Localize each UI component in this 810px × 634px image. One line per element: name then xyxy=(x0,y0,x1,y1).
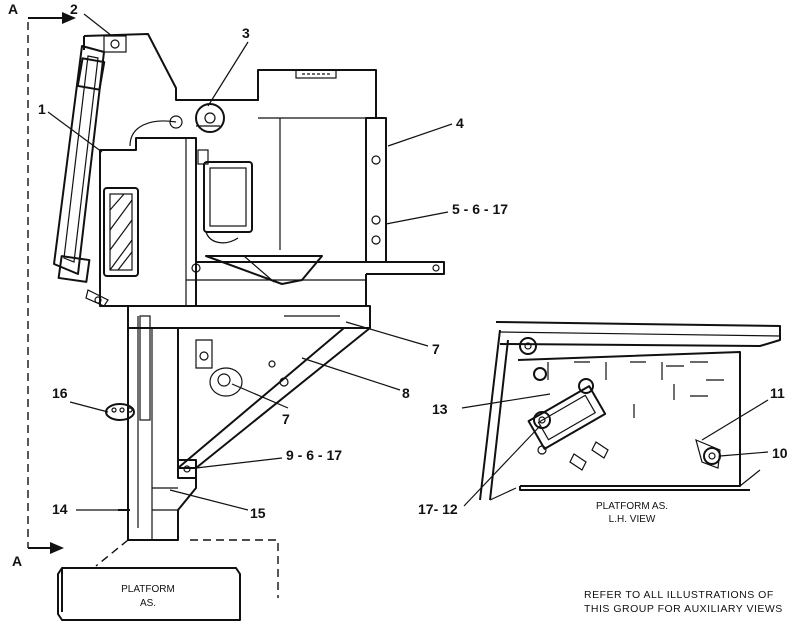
lh-view-caption-line2: L.H. VIEW xyxy=(609,514,656,525)
callout-4: 4 xyxy=(456,115,464,131)
callout-16: 16 xyxy=(52,385,68,401)
callout-10: 10 xyxy=(772,445,788,461)
callout-3: 3 xyxy=(242,25,250,41)
callout-14: 14 xyxy=(52,501,68,517)
callout-5-6-17: 5 - 6 - 17 xyxy=(452,201,508,217)
section-label-bottom: A xyxy=(12,553,22,569)
callout-9-6-17: 9 - 6 - 17 xyxy=(286,447,342,463)
platform-main-caption-line1: PLATFORM xyxy=(121,584,175,595)
section-label-top: A xyxy=(8,1,18,17)
lh-view-caption-line1: PLATFORM AS. xyxy=(596,501,668,512)
platform-main-caption-line2: AS. xyxy=(140,598,156,609)
leader-lines xyxy=(47,13,769,511)
callout-2: 2 xyxy=(70,1,78,17)
section-line-a-a xyxy=(27,12,76,554)
callout-17-12: 17- 12 xyxy=(418,501,458,517)
callout-7-upper: 7 xyxy=(432,341,440,357)
platform-block-main xyxy=(57,539,279,621)
callout-1: 1 xyxy=(38,101,46,117)
note-line1: REFER TO ALL ILLUSTRATIONS OF xyxy=(584,589,774,601)
callout-7-lower: 7 xyxy=(282,411,290,427)
callout-11: 11 xyxy=(770,385,785,401)
callout-8: 8 xyxy=(402,385,410,401)
callout-13: 13 xyxy=(432,401,448,417)
callout-15: 15 xyxy=(250,505,266,521)
note-line2: THIS GROUP FOR AUXILIARY VIEWS xyxy=(584,603,783,615)
lh-view-detail xyxy=(479,321,781,501)
main-assembly xyxy=(53,33,445,567)
